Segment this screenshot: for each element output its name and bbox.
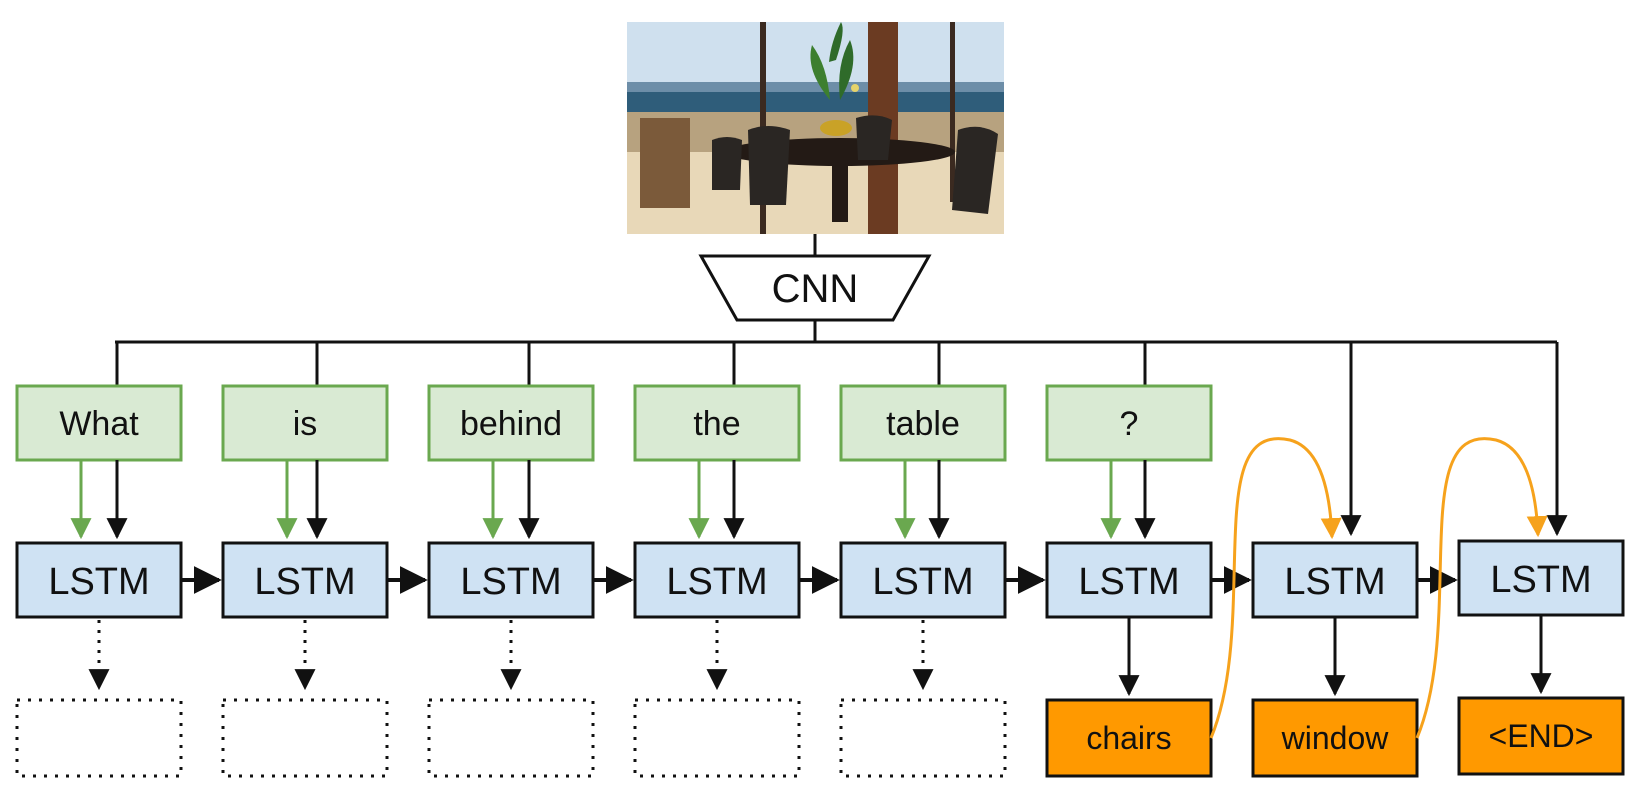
word-label: behind (460, 405, 562, 443)
lstm-label: LSTM (1078, 561, 1179, 603)
lstm-row: LSTM LSTM LSTM LSTM LSTM LSTM LSTM LSTM (15, 539, 1625, 619)
lstm-label: LSTM (48, 561, 149, 603)
empty-output-box (221, 698, 389, 778)
lstm-label: LSTM (1490, 559, 1591, 601)
lstm-cell: LSTM (1251, 541, 1419, 619)
input-image (627, 22, 1004, 234)
lstm-label: LSTM (1284, 561, 1385, 603)
empty-output-box (427, 698, 595, 778)
word-box-table: table (839, 384, 1007, 462)
answer-arrows (1118, 615, 1552, 697)
word-box-the: the (633, 384, 801, 462)
answer-words: chairs window <END> (1045, 696, 1625, 778)
cnn-block: CNN (698, 254, 932, 322)
lstm-cell: LSTM (1457, 539, 1625, 617)
word-label: table (886, 405, 960, 443)
word-box-behind: behind (427, 384, 595, 462)
empty-output-arrows (88, 620, 934, 691)
lstm-cell: LSTM (427, 541, 595, 619)
empty-output-box (15, 698, 183, 778)
word-label: is (293, 405, 318, 443)
feedback-loops (1209, 437, 1548, 739)
feedback-loop-arrow (1415, 437, 1548, 739)
cnn-label: CNN (772, 267, 859, 311)
lstm-cell: LSTM (15, 541, 183, 619)
lstm-label: LSTM (666, 561, 767, 603)
lstm-label: LSTM (872, 561, 973, 603)
answer-box-chairs: chairs (1045, 698, 1213, 778)
answer-label: window (1281, 720, 1390, 756)
question-words: What is behind the table ? (15, 384, 1213, 462)
word-label: ? (1120, 405, 1139, 443)
lstm-cell: LSTM (1045, 541, 1213, 619)
answer-box-end: <END> (1457, 696, 1625, 776)
lstm-cell: LSTM (221, 541, 389, 619)
lstm-label: LSTM (254, 561, 355, 603)
answer-label: chairs (1086, 720, 1171, 756)
feedback-loop-arrow (1209, 437, 1342, 739)
word-box-is: is (221, 384, 389, 462)
cnn-feature-bus (115, 320, 1568, 537)
lstm-cell: LSTM (839, 541, 1007, 619)
word-label: the (693, 405, 740, 443)
word-label: What (59, 405, 139, 443)
lstm-label: LSTM (460, 561, 561, 603)
lstm-cell: LSTM (633, 541, 801, 619)
word-to-lstm-arrows (70, 460, 1156, 540)
empty-output-box (633, 698, 801, 778)
empty-output-boxes (15, 698, 1007, 778)
answer-label: <END> (1489, 718, 1594, 754)
empty-output-box (839, 698, 1007, 778)
word-box-what: What (15, 384, 183, 462)
answer-box-window: window (1251, 698, 1419, 778)
word-box-question-mark: ? (1045, 384, 1213, 462)
